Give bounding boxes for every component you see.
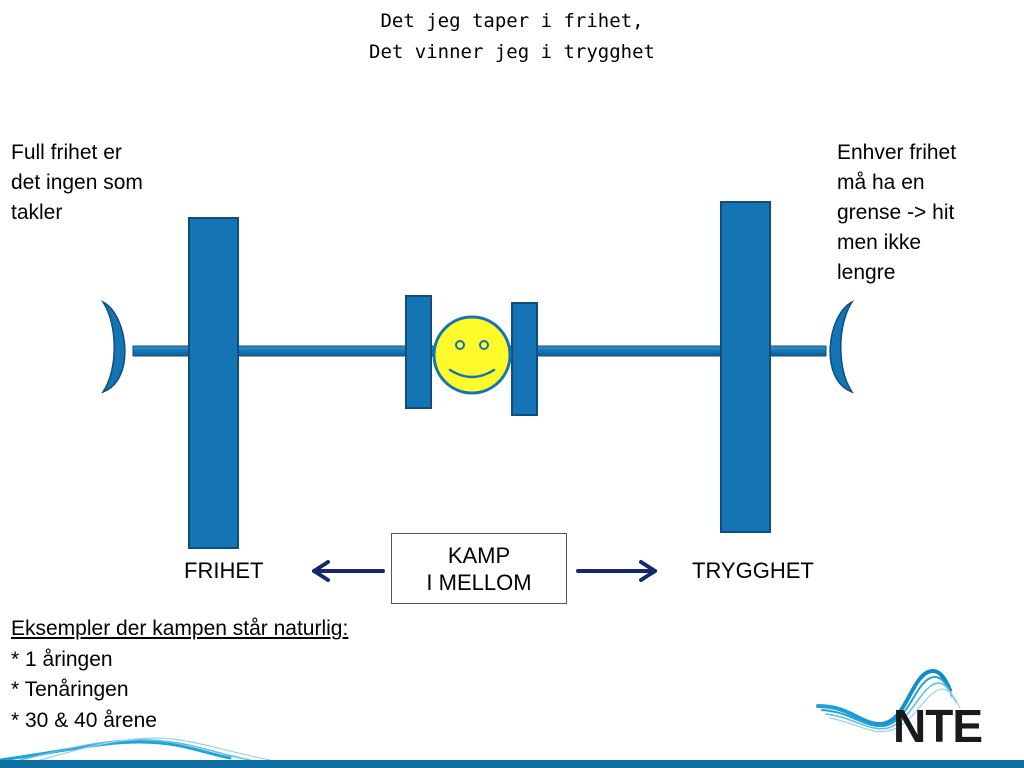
nte-logo: NTE (893, 700, 983, 752)
examples-list: Eksempler der kampen står naturlig: * 1 … (11, 614, 348, 736)
left-note-line-3: takler (11, 201, 63, 224)
slide-title: Det jeg taper i frihet, Det vinner jeg i… (0, 6, 1024, 68)
arrow-left-icon (312, 560, 385, 582)
footer-bar (0, 760, 1024, 768)
left-tall-bar (188, 217, 239, 549)
right-note: Enhver frihet må ha en grense -> hit men… (837, 138, 1012, 288)
left-note-line-1: Full frihet er (11, 141, 122, 164)
example-item-1: * 1 åringen (11, 647, 113, 671)
frihet-label: FRIHET (184, 558, 264, 583)
right-tall-bar (720, 201, 771, 533)
kamp-i-mellom-box: KAMP I MELLOM (391, 533, 567, 604)
right-note-line-2: må ha en (837, 171, 925, 194)
smiley-face-icon (432, 315, 512, 395)
trygghet-label: TRYGGHET (692, 558, 814, 583)
title-line-1: Det jeg taper i frihet, (380, 10, 644, 32)
right-note-line-1: Enhver frihet (837, 141, 957, 164)
left-note: Full frihet er det ingen som takler (11, 138, 186, 228)
left-small-bar (405, 295, 432, 409)
arrow-right-icon (576, 560, 657, 582)
title-line-2: Det vinner jeg i trygghet (369, 41, 655, 63)
nte-logo-wave-icon (816, 669, 961, 733)
left-note-line-2: det ingen som (11, 171, 143, 194)
right-note-line-4: men ikke (837, 231, 922, 254)
left-end-cap (100, 300, 126, 394)
example-item-2: * Tenåringen (11, 678, 129, 701)
right-note-line-5: lengre (837, 261, 896, 284)
right-note-line-3: grense -> hit (837, 201, 955, 224)
right-end-cap (829, 300, 855, 394)
right-small-bar (511, 302, 538, 416)
examples-heading: Eksempler der kampen står naturlig: (11, 617, 349, 640)
kamp-line-2: I MELLOM (426, 570, 532, 595)
example-item-3: * 30 & 40 årene (11, 708, 157, 732)
kamp-line-1: KAMP (447, 543, 511, 568)
